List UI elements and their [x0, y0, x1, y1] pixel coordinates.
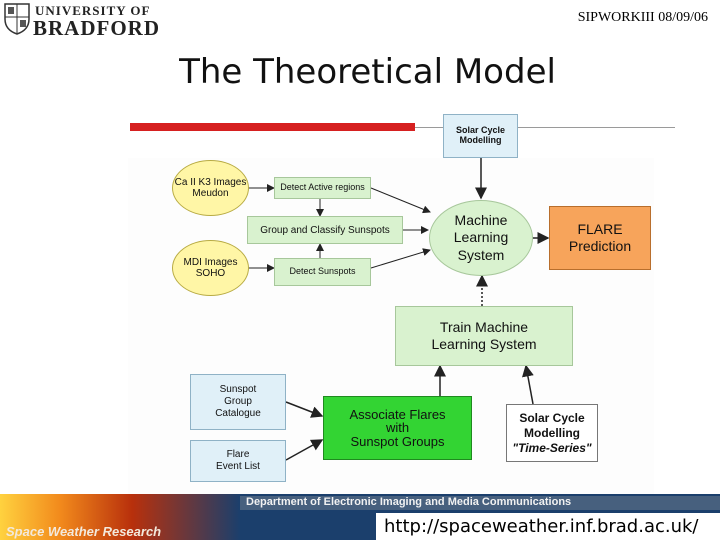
solar-cycle-series-box: Solar Cycle Modelling "Time-Series" [506, 404, 598, 462]
arrow-detect-sunspots-to-ml [370, 248, 431, 269]
event-list-line-1: Flare [226, 448, 250, 460]
train-ml-box: Train Machine Learning System [395, 306, 573, 366]
slide-title: The Theoretical Model [179, 52, 556, 92]
series-line-1: Solar Cycle [519, 410, 585, 425]
group-classify-label: Group and Classify Sunspots [260, 224, 390, 236]
solar-cycle-line-1: Solar Cycle [455, 125, 506, 136]
space-weather-label: Space Weather Research [6, 524, 162, 539]
detect-sunspots-box: Detect Sunspots [274, 258, 371, 286]
detect-active-label: Detect Active regions [280, 182, 365, 193]
sun-image [0, 494, 240, 540]
catalogue-line-1: Sunspot [219, 384, 257, 395]
group-classify-box: Group and Classify Sunspots [247, 216, 403, 244]
detect-active-regions-box: Detect Active regions [274, 177, 371, 199]
associate-line-1: Associate Flares [349, 406, 446, 422]
arrow-flare-list-to-associate [285, 439, 324, 461]
mdi-images-line-2: SOHO [195, 268, 226, 279]
ca-images-line-2: Meudon [192, 188, 229, 199]
ml-line-3: System [457, 246, 505, 263]
flare-prediction-box: FLARE Prediction [549, 206, 651, 270]
footer-banner: Department of Electronic Imaging and Med… [0, 494, 720, 540]
flare-line-1: FLARE [577, 221, 623, 238]
ml-line-1: Machine [454, 211, 508, 228]
associate-line-3: Sunspot Groups [350, 433, 445, 449]
divider-line [415, 127, 675, 128]
arrow-solar-series-to-train [522, 364, 534, 405]
department-label: Department of Electronic Imaging and Med… [246, 496, 572, 508]
series-line-2: Modelling [524, 425, 580, 440]
ml-line-2: Learning [453, 229, 509, 246]
associate-line-2: with [385, 420, 410, 436]
catalogue-line-2: Group [224, 396, 252, 407]
crest-icon [4, 3, 30, 35]
detect-sunspots-label: Detect Sunspots [289, 266, 356, 277]
catalogue-line-3: Catalogue [215, 408, 261, 419]
arrow-detect-active-to-ml [370, 187, 431, 214]
website-link[interactable]: http://spaceweather.inf.brad.ac.uk/ [384, 516, 699, 537]
train-line-1: Train Machine [439, 318, 529, 335]
mdi-images-line-1: MDI Images [183, 257, 238, 268]
accent-bar [130, 123, 415, 131]
logo-line-1: UNIVERSITY OF [35, 3, 151, 18]
logo-line-2: BRADFORD [33, 16, 160, 40]
header-tag: SIPWORKIII 08/09/06 [577, 10, 708, 25]
mdi-images-node: MDI Images SOHO [172, 240, 249, 296]
flare-event-list-box: Flare Event List [190, 440, 286, 482]
flare-line-2: Prediction [568, 238, 632, 254]
solar-cycle-modelling-box: Solar Cycle Modelling [443, 114, 518, 158]
ca-images-line-1: Ca II K3 Images [174, 177, 247, 188]
train-line-2: Learning System [431, 336, 537, 352]
series-line-3: "Time-Series" [512, 440, 592, 455]
url-box: http://spaceweather.inf.brad.ac.uk/ [376, 513, 720, 540]
sunspot-catalogue-box: Sunspot Group Catalogue [190, 374, 286, 430]
solar-cycle-line-2: Modelling [459, 135, 502, 145]
arrow-catalogue-to-associate [285, 401, 324, 418]
machine-learning-system-node: Machine Learning System [429, 200, 533, 276]
university-logo: UNIVERSITY OF BRADFORD [4, 2, 174, 40]
event-list-line-2: Event List [216, 461, 260, 472]
ca-images-node: Ca II K3 Images Meudon [172, 160, 249, 216]
department-banner [240, 496, 720, 510]
associate-flares-box: Associate Flares with Sunspot Groups [323, 396, 472, 460]
